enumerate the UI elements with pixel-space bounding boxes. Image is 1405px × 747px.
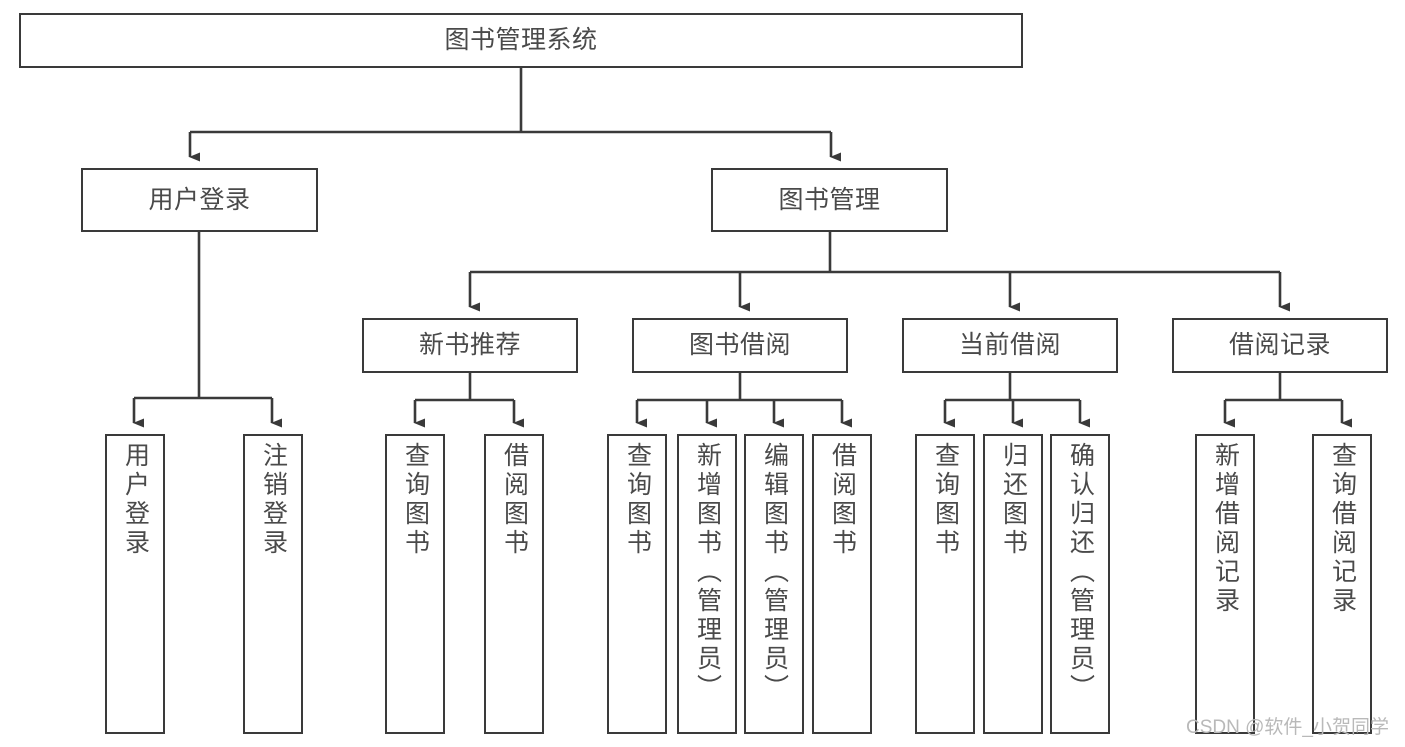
- node-label: 查询图书: [931, 442, 960, 558]
- node-label: 新增图书（管理员）: [693, 442, 722, 703]
- node-leaf-add-book-admin[interactable]: 新增图书（管理员）: [677, 434, 737, 734]
- watermark: CSDN @软件_小贺同学: [1186, 717, 1389, 738]
- node-leaf-user-login[interactable]: 用户登录: [105, 434, 165, 734]
- node-label: 新增借阅记录: [1211, 442, 1240, 616]
- node-leaf-return-book[interactable]: 归还图书: [983, 434, 1043, 734]
- node-leaf-query-borrow-record[interactable]: 查询借阅记录: [1312, 434, 1372, 734]
- node-label: 归还图书: [999, 442, 1028, 558]
- node-book-management[interactable]: 图书管理: [711, 168, 948, 232]
- node-label: 借阅记录: [1228, 331, 1331, 360]
- node-label: 图书管理系统: [444, 26, 598, 55]
- node-label: 查询图书: [623, 442, 652, 558]
- node-label: 当前借阅: [958, 331, 1061, 360]
- node-book-borrow[interactable]: 图书借阅: [632, 318, 848, 373]
- node-label: 查询图书: [401, 442, 430, 558]
- node-leaf-borrow-book[interactable]: 借阅图书: [812, 434, 872, 734]
- node-label: 确认归还（管理员）: [1066, 442, 1095, 703]
- node-borrow-record[interactable]: 借阅记录: [1172, 318, 1388, 373]
- node-leaf-logout[interactable]: 注销登录: [243, 434, 303, 734]
- node-label: 图书管理: [778, 185, 881, 214]
- node-current-borrow[interactable]: 当前借阅: [902, 318, 1118, 373]
- node-label: 用户登录: [121, 442, 150, 558]
- node-label: 编辑图书（管理员）: [760, 442, 789, 703]
- node-root-system[interactable]: 图书管理系统: [19, 13, 1023, 68]
- node-leaf-add-borrow-record[interactable]: 新增借阅记录: [1195, 434, 1255, 734]
- node-label: 新书推荐: [418, 331, 521, 360]
- node-leaf-confirm-return-admin[interactable]: 确认归还（管理员）: [1050, 434, 1110, 734]
- node-label: 用户登录: [148, 185, 251, 214]
- node-leaf-edit-book-admin[interactable]: 编辑图书（管理员）: [744, 434, 804, 734]
- node-leaf-query-book-current[interactable]: 查询图书: [915, 434, 975, 734]
- node-user-login[interactable]: 用户登录: [81, 168, 318, 232]
- node-label: 图书借阅: [688, 331, 791, 360]
- node-leaf-borrow-book-recommend[interactable]: 借阅图书: [484, 434, 544, 734]
- node-leaf-query-book[interactable]: 查询图书: [607, 434, 667, 734]
- node-label: 借阅图书: [828, 442, 857, 558]
- node-new-book-recommend[interactable]: 新书推荐: [362, 318, 578, 373]
- node-label: 查询借阅记录: [1328, 442, 1357, 616]
- node-label: 借阅图书: [500, 442, 529, 558]
- node-leaf-query-book-recommend[interactable]: 查询图书: [385, 434, 445, 734]
- node-label: 注销登录: [259, 442, 288, 558]
